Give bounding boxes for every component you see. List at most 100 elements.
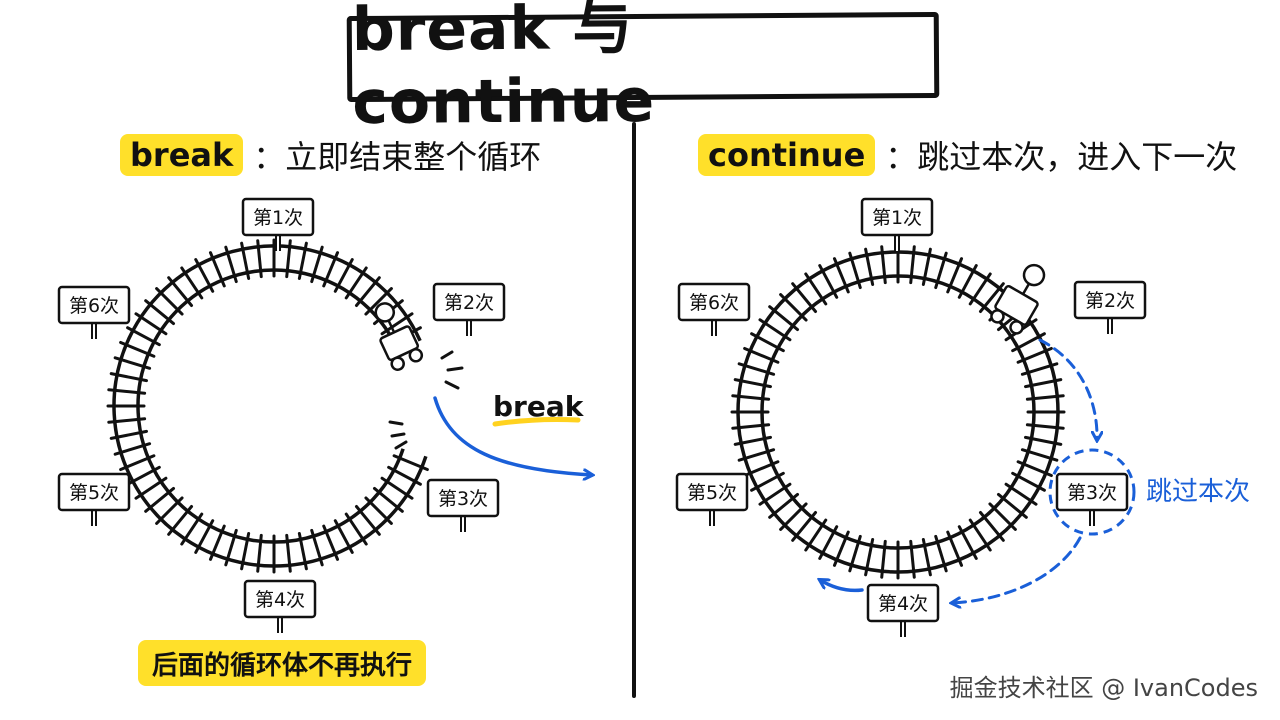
rail-tie xyxy=(333,519,354,554)
rail-tie xyxy=(392,454,429,472)
continue-arrow xyxy=(820,580,864,593)
break-label-underline xyxy=(492,417,581,427)
sign-label: 第6次 xyxy=(69,295,119,317)
rail-tie xyxy=(354,276,381,308)
rail-tie xyxy=(743,346,780,364)
rail-tie xyxy=(804,272,828,306)
rail-tie xyxy=(285,533,292,573)
rail-tie xyxy=(791,510,818,542)
rail-tie xyxy=(864,538,875,577)
break-description: ：立即结束整个循环 xyxy=(253,138,542,176)
rail-tie xyxy=(957,525,978,560)
rail-tie xyxy=(1020,362,1059,376)
rail-tie xyxy=(109,372,148,383)
rail-tie xyxy=(934,251,948,290)
sign-label: 第5次 xyxy=(69,482,119,504)
rail-tie xyxy=(126,465,161,486)
continue-description: ：跳过本次，进入下一次 xyxy=(885,138,1238,176)
rail-tie xyxy=(167,276,194,308)
continue-sign-4: 第4次 xyxy=(866,583,940,637)
rail-tie xyxy=(144,486,176,513)
rail-tie xyxy=(297,532,308,571)
break-sign-4: 第4次 xyxy=(243,579,317,633)
continue-sign-5: 第5次 xyxy=(675,472,749,526)
rail-tie xyxy=(779,293,808,322)
rail-tie xyxy=(297,241,308,280)
rail-tie xyxy=(791,282,818,314)
rail-tie xyxy=(387,465,422,486)
rail-tie xyxy=(380,312,414,336)
rail-tie xyxy=(737,362,776,376)
rail-tie xyxy=(731,394,771,401)
rail-tie xyxy=(921,247,932,286)
rail-tie xyxy=(285,239,292,279)
rail-tie xyxy=(978,510,1005,542)
sign-label: 第6次 xyxy=(689,292,739,314)
rail-tie xyxy=(364,496,393,525)
rail-tie xyxy=(768,492,800,519)
continue-track xyxy=(730,244,1066,580)
break-track xyxy=(106,238,429,574)
rail-tie xyxy=(224,245,238,284)
rail-tie xyxy=(921,538,932,577)
rail-tie xyxy=(333,258,354,293)
break-sign-5: 第5次 xyxy=(57,472,131,526)
rail-tie xyxy=(968,272,992,306)
rail-tie xyxy=(354,504,381,536)
cart-icon xyxy=(374,302,424,371)
sign-label: 第3次 xyxy=(1067,482,1117,504)
rail-tie xyxy=(322,251,340,288)
rail-tie xyxy=(1016,346,1053,364)
rail-tie xyxy=(733,435,772,446)
rail-tie xyxy=(240,241,251,280)
continue-sign-1: 第1次 xyxy=(860,197,934,251)
rail-tie xyxy=(750,332,785,353)
rail-tie xyxy=(880,539,887,579)
rail-tie xyxy=(934,534,948,573)
continue-keyword: continue xyxy=(698,134,876,176)
rail-tie xyxy=(737,448,776,462)
rail-tie xyxy=(1011,332,1046,353)
rail-tie xyxy=(180,512,204,546)
rail-tie xyxy=(107,388,147,395)
rail-tie xyxy=(848,534,862,573)
skip-label: 跳过本次 xyxy=(1146,477,1250,507)
rail-tie xyxy=(256,533,263,573)
rail-tie xyxy=(344,266,368,300)
rail-tie xyxy=(1016,460,1053,478)
rail-tie xyxy=(155,287,184,316)
sign-label: 第1次 xyxy=(253,207,303,229)
rail-tie xyxy=(155,496,184,525)
rail-tie xyxy=(344,512,368,546)
rail-tie xyxy=(310,528,324,567)
rail-tie xyxy=(310,245,324,284)
rail-tie xyxy=(957,264,978,299)
break-heading: break ：立即结束整个循环 xyxy=(120,132,541,178)
rail-tie xyxy=(1011,471,1046,492)
continue-heading: continue ：跳过本次，进入下一次 xyxy=(698,132,1237,178)
rail-tie xyxy=(848,251,862,290)
rail-tie xyxy=(909,539,916,579)
continue-sign-6: 第6次 xyxy=(677,282,751,336)
rail-tie xyxy=(208,524,226,561)
sign-label: 第2次 xyxy=(1085,290,1135,312)
center-divider xyxy=(632,122,636,698)
rail-tie xyxy=(119,340,156,358)
break-sign-3: 第3次 xyxy=(426,478,500,532)
sign-label: 第2次 xyxy=(444,292,494,314)
rail-tie xyxy=(1020,448,1059,462)
sign-label: 第5次 xyxy=(687,482,737,504)
rail-tie xyxy=(988,502,1017,531)
rail-tie xyxy=(372,486,404,513)
rail-tie xyxy=(134,476,168,500)
rail-tie xyxy=(832,530,850,567)
skip-circle xyxy=(1048,448,1136,536)
rail-tie xyxy=(113,442,152,456)
rail-tie xyxy=(1024,378,1063,389)
continue-sign-2: 第2次 xyxy=(1073,280,1147,334)
rail-tie xyxy=(134,312,168,336)
rail-tie xyxy=(779,502,808,531)
sign-label: 第3次 xyxy=(438,488,488,510)
rail-tie xyxy=(194,519,215,554)
